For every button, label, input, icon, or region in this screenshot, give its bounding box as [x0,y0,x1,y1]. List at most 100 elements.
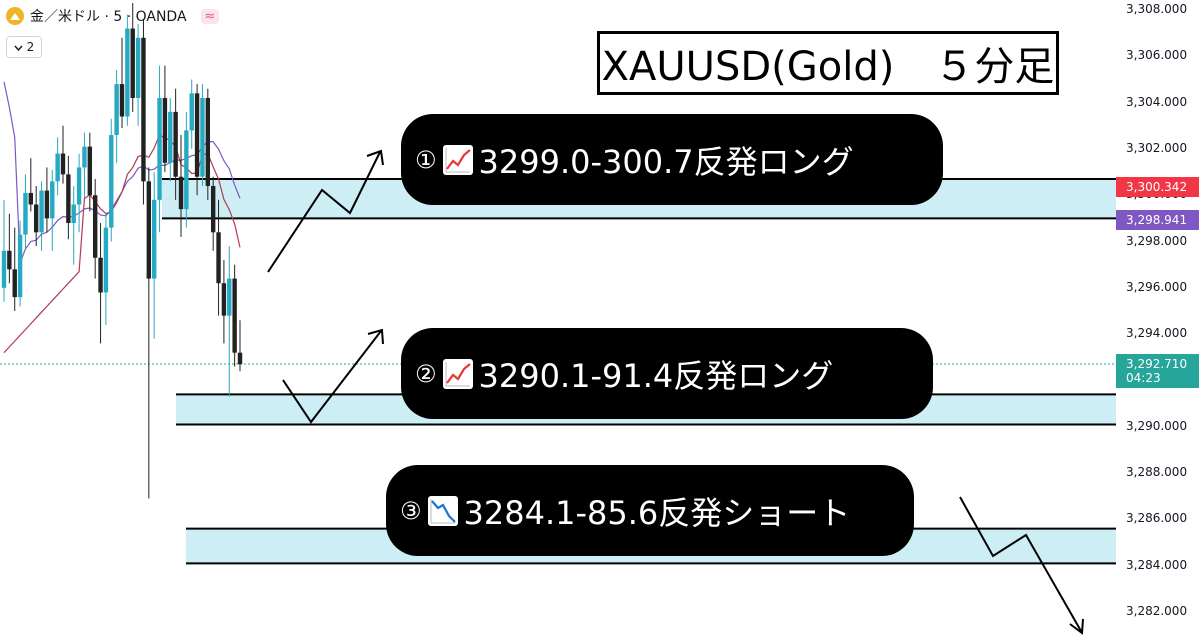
callout-text: 3299.0-300.7反発ロング [478,142,854,181]
callout-number: ③ [400,496,422,525]
price-tick: 3,294.000 [1126,326,1188,341]
candle-body [114,84,119,136]
candle [178,135,184,237]
candle [98,223,103,344]
candle [232,264,237,367]
candle [189,79,194,149]
candle-body [82,146,87,168]
candle-body [17,234,23,298]
price-tick: 3,282.000 [1126,604,1188,618]
price-tick: 3,288.000 [1126,465,1188,480]
callout-number: ② [415,359,437,388]
candle [210,176,216,251]
price-tick: 3,290.000 [1126,418,1188,433]
candle [227,246,232,397]
candle-body [66,174,71,224]
candle [114,70,119,163]
candle [17,220,23,307]
candle [103,213,109,325]
candle-body [216,232,221,284]
arrow-1-head [366,149,384,166]
indicator-count: 2 [26,40,35,54]
candle-body [135,37,141,98]
candle-body [194,93,200,177]
price-tick: 3,284.000 [1126,557,1188,572]
candle [151,172,157,339]
candle-body [87,146,93,196]
candle [23,174,28,249]
candle [205,88,211,200]
symbol-label: 金／米ドル · 5 · OANDA [30,9,187,25]
candle-body [76,167,82,205]
callout-2: ② 3290.1-91.4反発ロング [401,328,933,419]
candle-body [1,250,7,288]
candle-body [205,97,211,186]
candle-body [23,192,28,235]
candle-body [232,278,237,353]
candle-body [151,199,157,279]
price-axis[interactable]: 3,308.000 3,306.000 3,304.000 3,302.000 3,30… [1116,0,1199,635]
price-tick: 3,286.000 [1126,511,1188,526]
candle-body [92,195,98,258]
candle-body [7,250,12,270]
candle [82,132,87,198]
candle [216,199,221,316]
candle-body [12,269,17,298]
candle [130,3,135,112]
gold-logo-icon [6,7,24,25]
candle-body [162,97,168,163]
candle [184,111,189,228]
candle-body [60,153,66,175]
candle-body [146,181,152,279]
candles-layer [1,3,243,499]
candle-body [130,28,135,98]
chevron-down-icon [14,40,23,54]
candle-body [55,153,60,182]
collapse-indicators-button[interactable]: 2 [6,36,42,58]
candle [71,185,76,265]
callout-number: ① [415,145,437,174]
candle [92,179,98,279]
candle-body [103,227,109,293]
candle-body [71,204,76,224]
candle [50,169,55,251]
candle [119,37,125,129]
candle [33,185,39,247]
price-tick: 3,308.000 [1126,2,1188,16]
candle-body [221,283,227,316]
candle [200,84,205,186]
arrow-3-head [1069,618,1084,635]
price-tick: 3,306.000 [1126,48,1188,63]
candle [55,137,60,196]
candle [60,125,66,184]
arrow-3-path [959,496,1082,632]
candle-body [184,130,189,210]
candle [109,118,114,242]
candle-body [227,278,232,316]
candle [173,88,178,200]
candle-body [33,204,39,233]
indicator-wave-icon[interactable]: ≈ [200,8,220,24]
candle [44,167,50,233]
candle [135,23,141,126]
candle [221,260,227,344]
candle [1,199,7,302]
symbol-legend[interactable]: 金／米ドル · 5 · OANDA ≈ [6,6,220,26]
arrow-2-head [367,328,384,345]
price-tag-countdown: 04:23 [1126,371,1161,386]
candle-body [157,97,162,200]
arrows-layer [267,149,1084,635]
price-tag-label: 3,300.342 [1126,180,1188,195]
price-tick: 3,298.000 [1126,233,1188,248]
price-tick: 3,302.000 [1126,140,1188,155]
candle [87,132,93,212]
candle-body [28,192,34,205]
candle [125,14,130,126]
price-tick: 3,304.000 [1126,94,1188,109]
candle [12,227,17,311]
candle [76,153,82,233]
candle-body [200,97,205,177]
candle-body [39,190,44,233]
callout-text: 3290.1-91.4反発ロング [478,356,834,395]
